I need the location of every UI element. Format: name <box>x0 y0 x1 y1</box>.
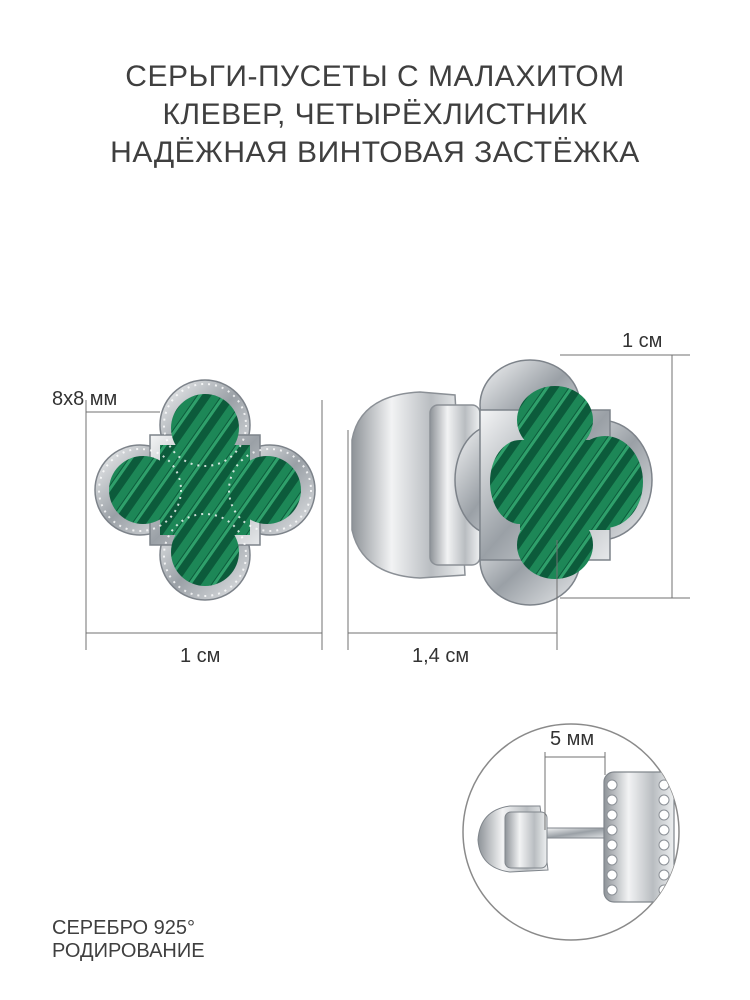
material-info: СЕРЕБРО 925° РОДИРОВАНИЕ <box>52 917 205 963</box>
side-width-label: 1,4 см <box>412 645 470 667</box>
pin-length-label: 5 мм <box>550 728 595 750</box>
zoom-loupe <box>462 723 680 941</box>
title-line-2: КЛЕВЕР, ЧЕТЫРЁХЛИСТНИК <box>162 98 588 131</box>
metal-text: СЕРЕБРО 925° <box>52 917 195 939</box>
dimension-lines <box>85 354 690 650</box>
coating-text: РОДИРОВАНИЕ <box>52 940 205 962</box>
height-label: 1 см <box>622 330 663 352</box>
title-line-1: СЕРЬГИ-ПУСЕТЫ С МАЛАХИТОМ <box>125 60 625 93</box>
title-line-3: НАДЁЖНАЯ ВИНТОВАЯ ЗАСТЁЖКА <box>110 136 640 169</box>
side-earring <box>351 359 653 606</box>
front-earring <box>94 379 316 601</box>
front-width-label: 1 см <box>180 645 221 667</box>
stone-size-label: 8х8 мм <box>52 388 118 410</box>
product-title: СЕРЬГИ-ПУСЕТЫ С МАЛАХИТОМ КЛЕВЕР, ЧЕТЫРЁ… <box>0 58 750 172</box>
